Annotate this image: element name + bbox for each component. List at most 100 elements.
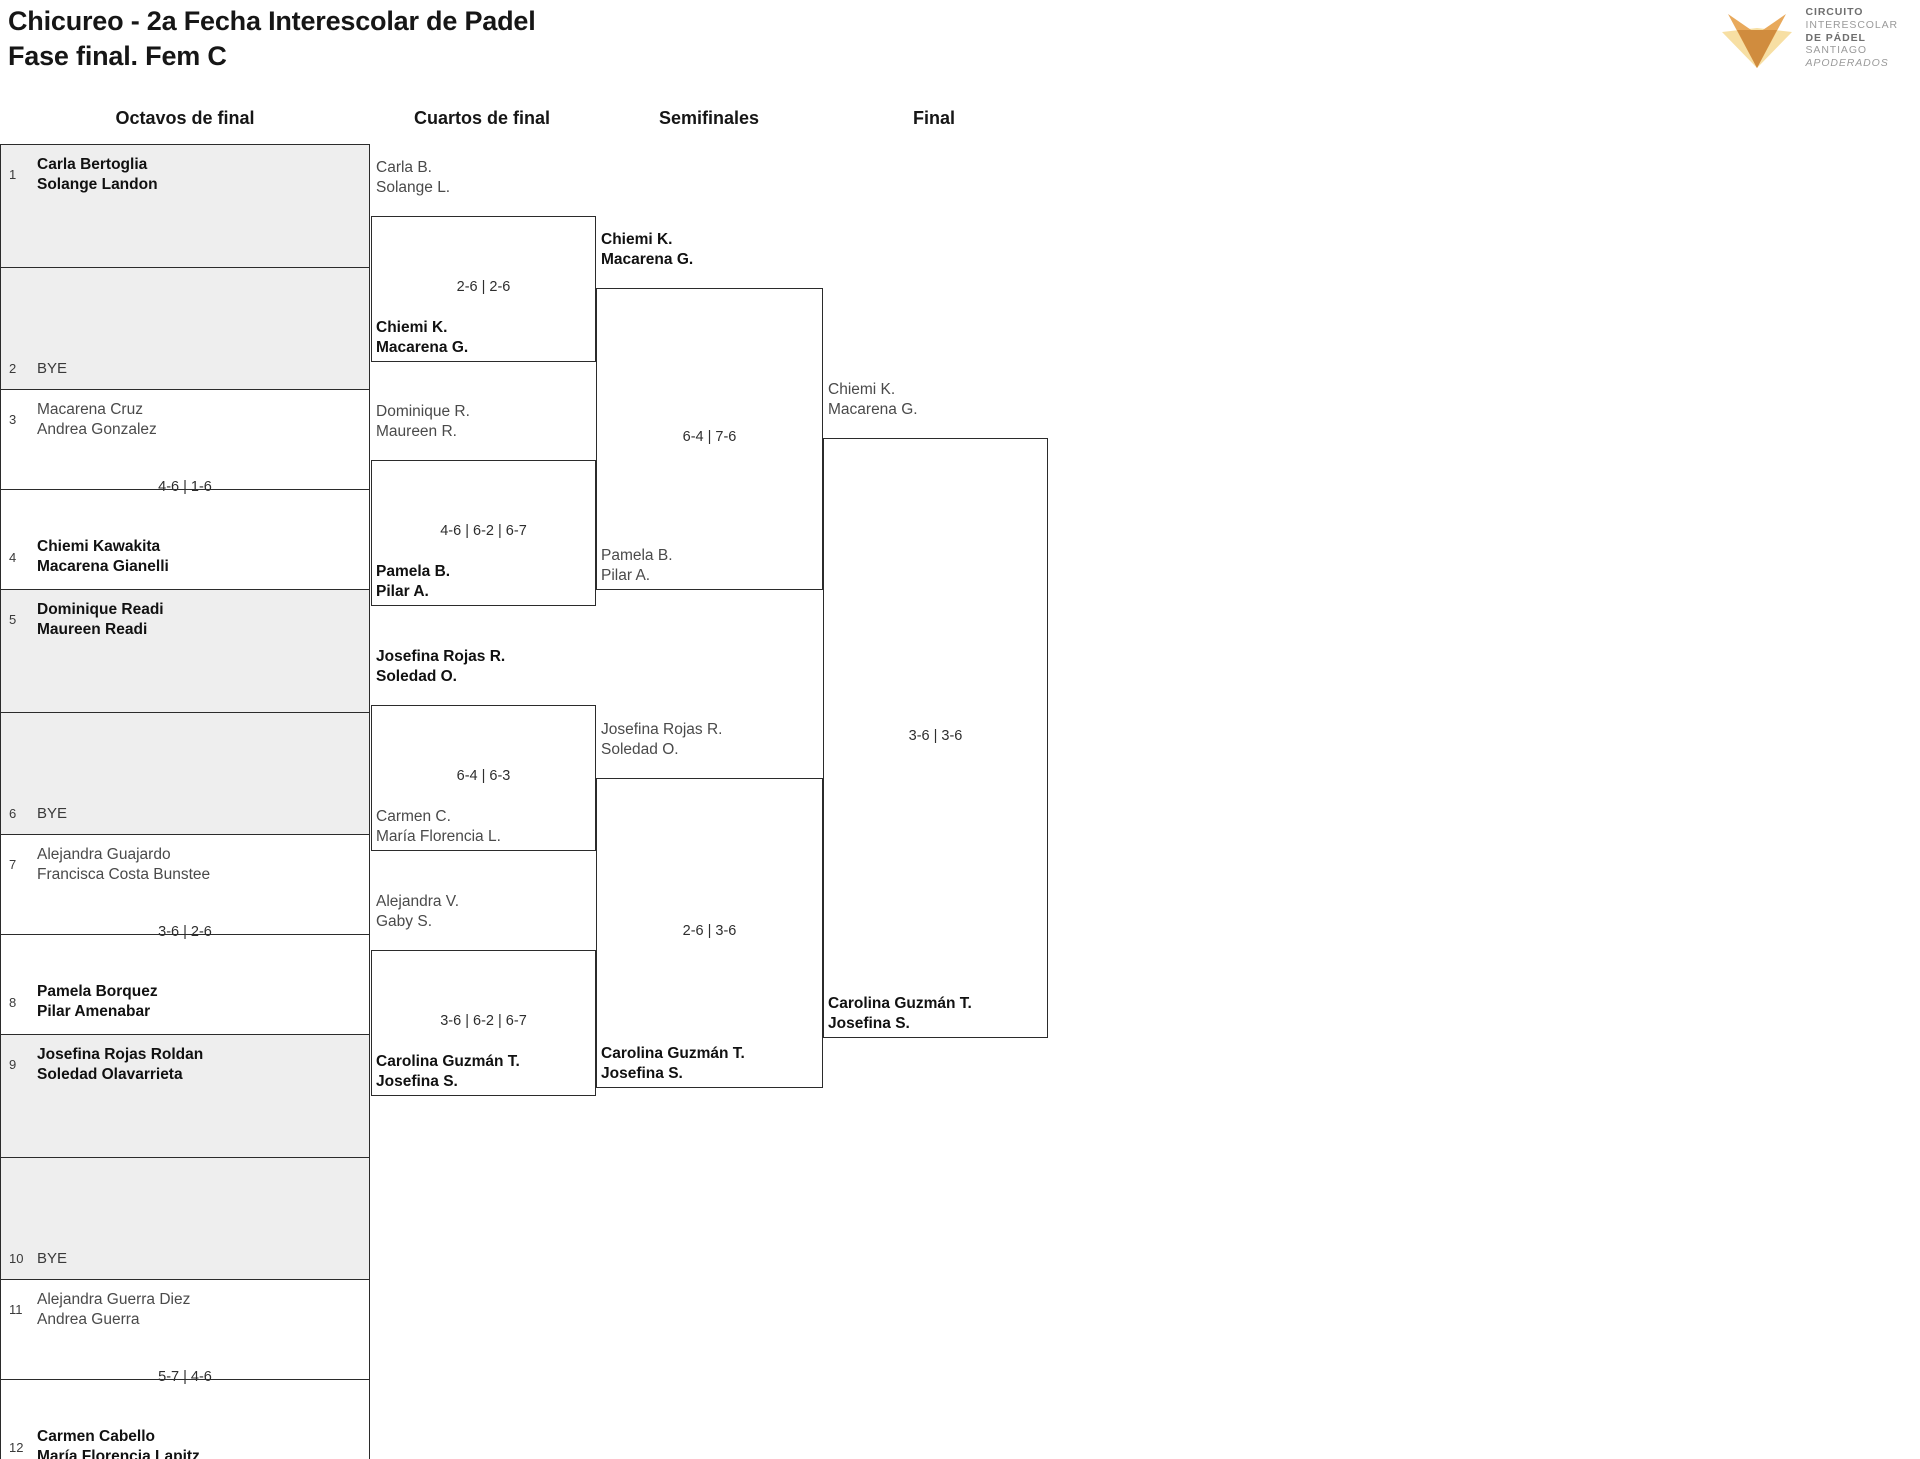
- team-names: Carla B.Solange L.: [376, 158, 450, 198]
- player-name: Carolina Guzmán T.: [601, 1045, 745, 1062]
- player-name: Carolina Guzmán T.: [828, 995, 972, 1012]
- bye-label: BYE: [37, 805, 68, 822]
- player-name: Macarena G.: [376, 338, 469, 356]
- player-name: Pamela B.: [601, 547, 673, 564]
- player-name: Pamela Borquez: [37, 983, 158, 1001]
- team-names: Chiemi K.Macarena G.: [376, 318, 468, 358]
- tournament-logo: CIRCUITO INTERESCOLAR DE PÁDEL SANTIAGO …: [1720, 6, 1898, 70]
- team-names: Josefina Rojas R.Soledad O.: [376, 647, 505, 687]
- round-heading-cuartos: Cuartos de final: [413, 108, 551, 128]
- seed-number: 9: [9, 1057, 17, 1073]
- player-name: Chiemi Kawakita: [37, 538, 161, 556]
- player-name: Carolina Guzmán T.: [376, 1053, 520, 1070]
- match-score: 2-6 | 3-6: [682, 923, 737, 939]
- page-title: Chicureo - 2a Fecha Interescolar de Pade…: [8, 6, 536, 71]
- team-names: Pamela B. Pilar A.: [601, 546, 673, 586]
- player-name: Carmen C.: [376, 808, 451, 825]
- player-name: Carmen Cabello: [37, 1428, 156, 1446]
- logo-wordmark: CIRCUITO INTERESCOLAR DE PÁDEL SANTIAGO …: [1806, 6, 1898, 70]
- player-name: Gaby S.: [376, 912, 432, 930]
- player-name: Alejandra Guerra Diez: [37, 1291, 191, 1308]
- team-names: Josefina Rojas R.Soledad O.: [601, 720, 722, 760]
- round1-slot[interactable]: 6 BYE: [0, 711, 370, 834]
- round3-match-box[interactable]: [596, 288, 823, 590]
- match-score: 2-6 | 2-6: [456, 279, 511, 295]
- player-name: Josefina S.: [828, 1014, 910, 1032]
- player-name: Pilar A.: [601, 566, 651, 584]
- match-score: 3-6 | 3-6: [908, 728, 963, 744]
- team-names: Carmen C.María Florencia L.: [376, 807, 501, 847]
- seed-number: 3: [9, 412, 17, 428]
- player-name: Macarena G.: [601, 250, 694, 268]
- player-name: Dominique R.: [376, 403, 470, 420]
- fox-arrow-logo-icon: [1721, 14, 1792, 68]
- player-name: Alejandra V.: [376, 893, 460, 910]
- player-name: Soledad O.: [376, 667, 457, 685]
- round2-match-box[interactable]: [371, 460, 596, 606]
- player-name: Josefina S.: [376, 1072, 458, 1090]
- player-name: Chiemi K.: [601, 231, 673, 248]
- player-name: Francisca Costa Bunstee: [37, 865, 211, 883]
- seed-number: 7: [9, 857, 17, 873]
- player-name: Macarena Cruz: [37, 401, 143, 418]
- seed-number: 10: [9, 1251, 24, 1266]
- logo-line-2: INTERESCOLAR: [1805, 18, 1898, 31]
- player-name: Maureen Readi: [37, 620, 148, 638]
- match-score: 3-6 | 6-2 | 6-7: [440, 1013, 527, 1029]
- round-heading-final: Final: [912, 108, 956, 128]
- player-name: Dominique Readi: [37, 601, 164, 618]
- round3-match-box[interactable]: [596, 778, 823, 1088]
- player-name: Josefina Rojas R.: [601, 721, 723, 738]
- match-score: 3-6 | 2-6: [158, 924, 212, 940]
- team-names: Carolina Guzmán T. Josefina S.: [601, 1044, 745, 1084]
- player-name: Josefina S.: [601, 1064, 683, 1082]
- logo-line-3: DE PÁDEL: [1805, 31, 1866, 44]
- player-name: María Florencia Lapitz: [37, 1448, 200, 1459]
- player-name: Soledad Olavarrieta: [37, 1065, 183, 1083]
- player-name: Pilar Amenabar: [37, 1003, 151, 1021]
- team-names: Pamela B.Pilar A.: [376, 562, 450, 602]
- match-score: 6-4 | 6-3: [456, 768, 511, 784]
- team-names: Carolina Guzmán T. Josefina S.: [376, 1052, 520, 1092]
- team-names: Alejandra V. Gaby S.: [376, 892, 459, 932]
- round2-match-box[interactable]: [371, 950, 596, 1096]
- player-name: Solange L.: [376, 178, 451, 196]
- round-heading-octavos: Octavos de final: [115, 108, 255, 128]
- player-name: Pamela B.: [376, 563, 451, 580]
- round2-match-box[interactable]: [371, 216, 596, 362]
- player-name: Macarena Gianelli: [37, 558, 169, 576]
- seed-number: 12: [9, 1439, 24, 1455]
- team-names: Carolina Guzmán T. Josefina S.: [828, 994, 972, 1034]
- round-heading-semifinales: Semifinales: [658, 108, 760, 128]
- player-name: Chiemi K.: [828, 381, 896, 398]
- round2-match-box[interactable]: [371, 705, 596, 851]
- seed-number: 4: [9, 549, 17, 565]
- match-score: 4-6 | 6-2 | 6-7: [440, 523, 527, 539]
- logo-line-5: APODERADOS: [1805, 57, 1889, 70]
- seed-number: 6: [9, 806, 17, 821]
- player-name: Maureen R.: [376, 422, 457, 440]
- player-name: Andrea Gonzalez: [37, 420, 157, 438]
- logo-line-1: CIRCUITO: [1805, 6, 1864, 18]
- seed-number: 1: [9, 167, 17, 183]
- final-match-box[interactable]: [823, 438, 1048, 1038]
- seed-number: 2: [9, 361, 17, 376]
